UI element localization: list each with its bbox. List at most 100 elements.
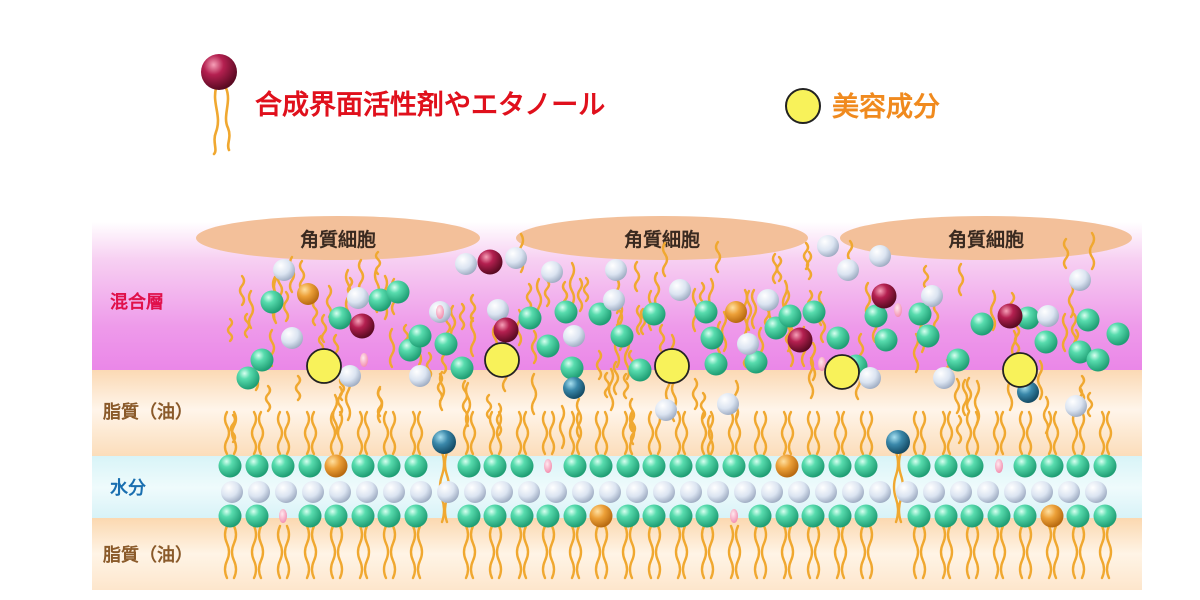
lipid-tail: [674, 524, 682, 580]
lipid-head: [934, 504, 958, 528]
lipid-head: [351, 504, 375, 528]
water-molecule: [599, 481, 621, 503]
lipid-tail: [243, 312, 251, 339]
water-molecule: [933, 367, 955, 389]
lipid-tail: [469, 524, 477, 580]
lipid-tail: [919, 524, 927, 580]
lipid-tail: [595, 349, 603, 381]
lipid-tail: [320, 313, 328, 344]
lipid-tail: [1105, 410, 1113, 456]
water-molecule: [977, 481, 999, 503]
water-molecule: [1031, 481, 1053, 503]
lipid-head: [377, 454, 401, 478]
lipid-tail: [809, 341, 817, 382]
lipid-tail: [833, 410, 841, 456]
lipid-head: [250, 348, 274, 372]
lipid-tail: [416, 524, 424, 580]
water-molecule: [281, 327, 303, 349]
legend-beauty: 美容成分: [785, 88, 940, 124]
orange-molecule: [297, 283, 319, 305]
orange-molecule: [1040, 504, 1064, 528]
lipid-tail: [1018, 410, 1026, 456]
lipid-tail: [488, 524, 496, 580]
lipid-tail: [628, 397, 636, 433]
lipid-tail: [464, 381, 472, 428]
corneocyte: 角質細胞: [840, 216, 1132, 260]
surfactant-molecule: [477, 249, 503, 275]
lipid-tail: [416, 410, 424, 456]
lipid-head: [642, 302, 666, 326]
lipid-head: [271, 454, 295, 478]
lipid-tail: [238, 274, 246, 307]
corneocyte-label: 角質細胞: [624, 228, 700, 251]
lipid-tail: [576, 277, 584, 313]
lipid-tail: [787, 524, 795, 580]
lipid-tail: [939, 410, 947, 456]
lipid-head: [854, 454, 878, 478]
water-molecule: [655, 399, 677, 421]
lipid-tail: [1067, 282, 1075, 319]
corneocyte-label: 角質細胞: [300, 228, 376, 251]
pink-molecule: [436, 305, 444, 319]
lipid-head: [801, 504, 825, 528]
lipid-tail: [714, 240, 722, 274]
lipid-head: [916, 324, 940, 348]
lipid-bottom-band: [92, 518, 1142, 590]
lipid-tail: [1098, 410, 1106, 456]
lipid-tail: [298, 259, 306, 292]
lipid-tail: [329, 524, 337, 580]
lipid-tail: [223, 410, 231, 456]
lipid-tail: [780, 410, 788, 456]
lipid-tail: [515, 410, 523, 456]
lipid-tail: [541, 524, 549, 580]
orange-molecule: [725, 301, 747, 323]
water-molecule: [409, 365, 431, 387]
lipid-tail: [438, 370, 446, 412]
beauty-ingredient-icon: [785, 88, 821, 124]
beauty-ingredient: [484, 342, 520, 378]
lipid-head: [722, 454, 746, 478]
lipid-head: [704, 352, 728, 376]
lipid-head: [1068, 340, 1092, 364]
lipid-head: [563, 504, 587, 528]
lipid-tail: [807, 356, 815, 400]
lipid-head: [946, 348, 970, 372]
orange-molecule: [324, 454, 348, 478]
lipid-tail: [647, 410, 655, 456]
lipid-head: [236, 366, 260, 390]
orange-molecule: [589, 504, 613, 528]
water-molecule: [572, 481, 594, 503]
lipid-head: [245, 504, 269, 528]
lipid-head: [828, 454, 852, 478]
lipid-tail: [1078, 524, 1086, 580]
water-molecule: [1004, 481, 1026, 503]
lipid-head: [404, 504, 428, 528]
lipid-head: [864, 304, 888, 328]
lipid-tail: [382, 410, 390, 456]
lipid-tail: [515, 524, 523, 580]
lipid-head: [483, 504, 507, 528]
lipid-tail: [226, 317, 234, 343]
lipid-head: [1034, 330, 1058, 354]
lipid-tail: [229, 413, 237, 444]
lipid-tail: [919, 410, 927, 456]
lipid-tail: [973, 379, 981, 425]
lipid-head: [642, 504, 666, 528]
layer-label-water: 水分: [110, 477, 146, 499]
lipid-head: [351, 454, 375, 478]
lipid-tail: [1062, 237, 1070, 270]
lipid-tail: [753, 410, 761, 456]
water-molecule: [275, 481, 297, 503]
lipid-tail: [303, 524, 311, 580]
lipid-tail: [522, 410, 530, 456]
lipid-tail: [681, 410, 689, 456]
layer-label-lipid-top: 脂質（油）: [103, 401, 193, 423]
water-molecule: [273, 259, 295, 281]
lipid-tail: [691, 377, 699, 411]
lipid-tail: [707, 524, 715, 580]
lipid-tail: [972, 524, 980, 580]
surfactant-molecule: [349, 313, 375, 339]
lipid-head: [1076, 308, 1100, 332]
lipid-head: [377, 504, 401, 528]
water-molecule: [842, 481, 864, 503]
